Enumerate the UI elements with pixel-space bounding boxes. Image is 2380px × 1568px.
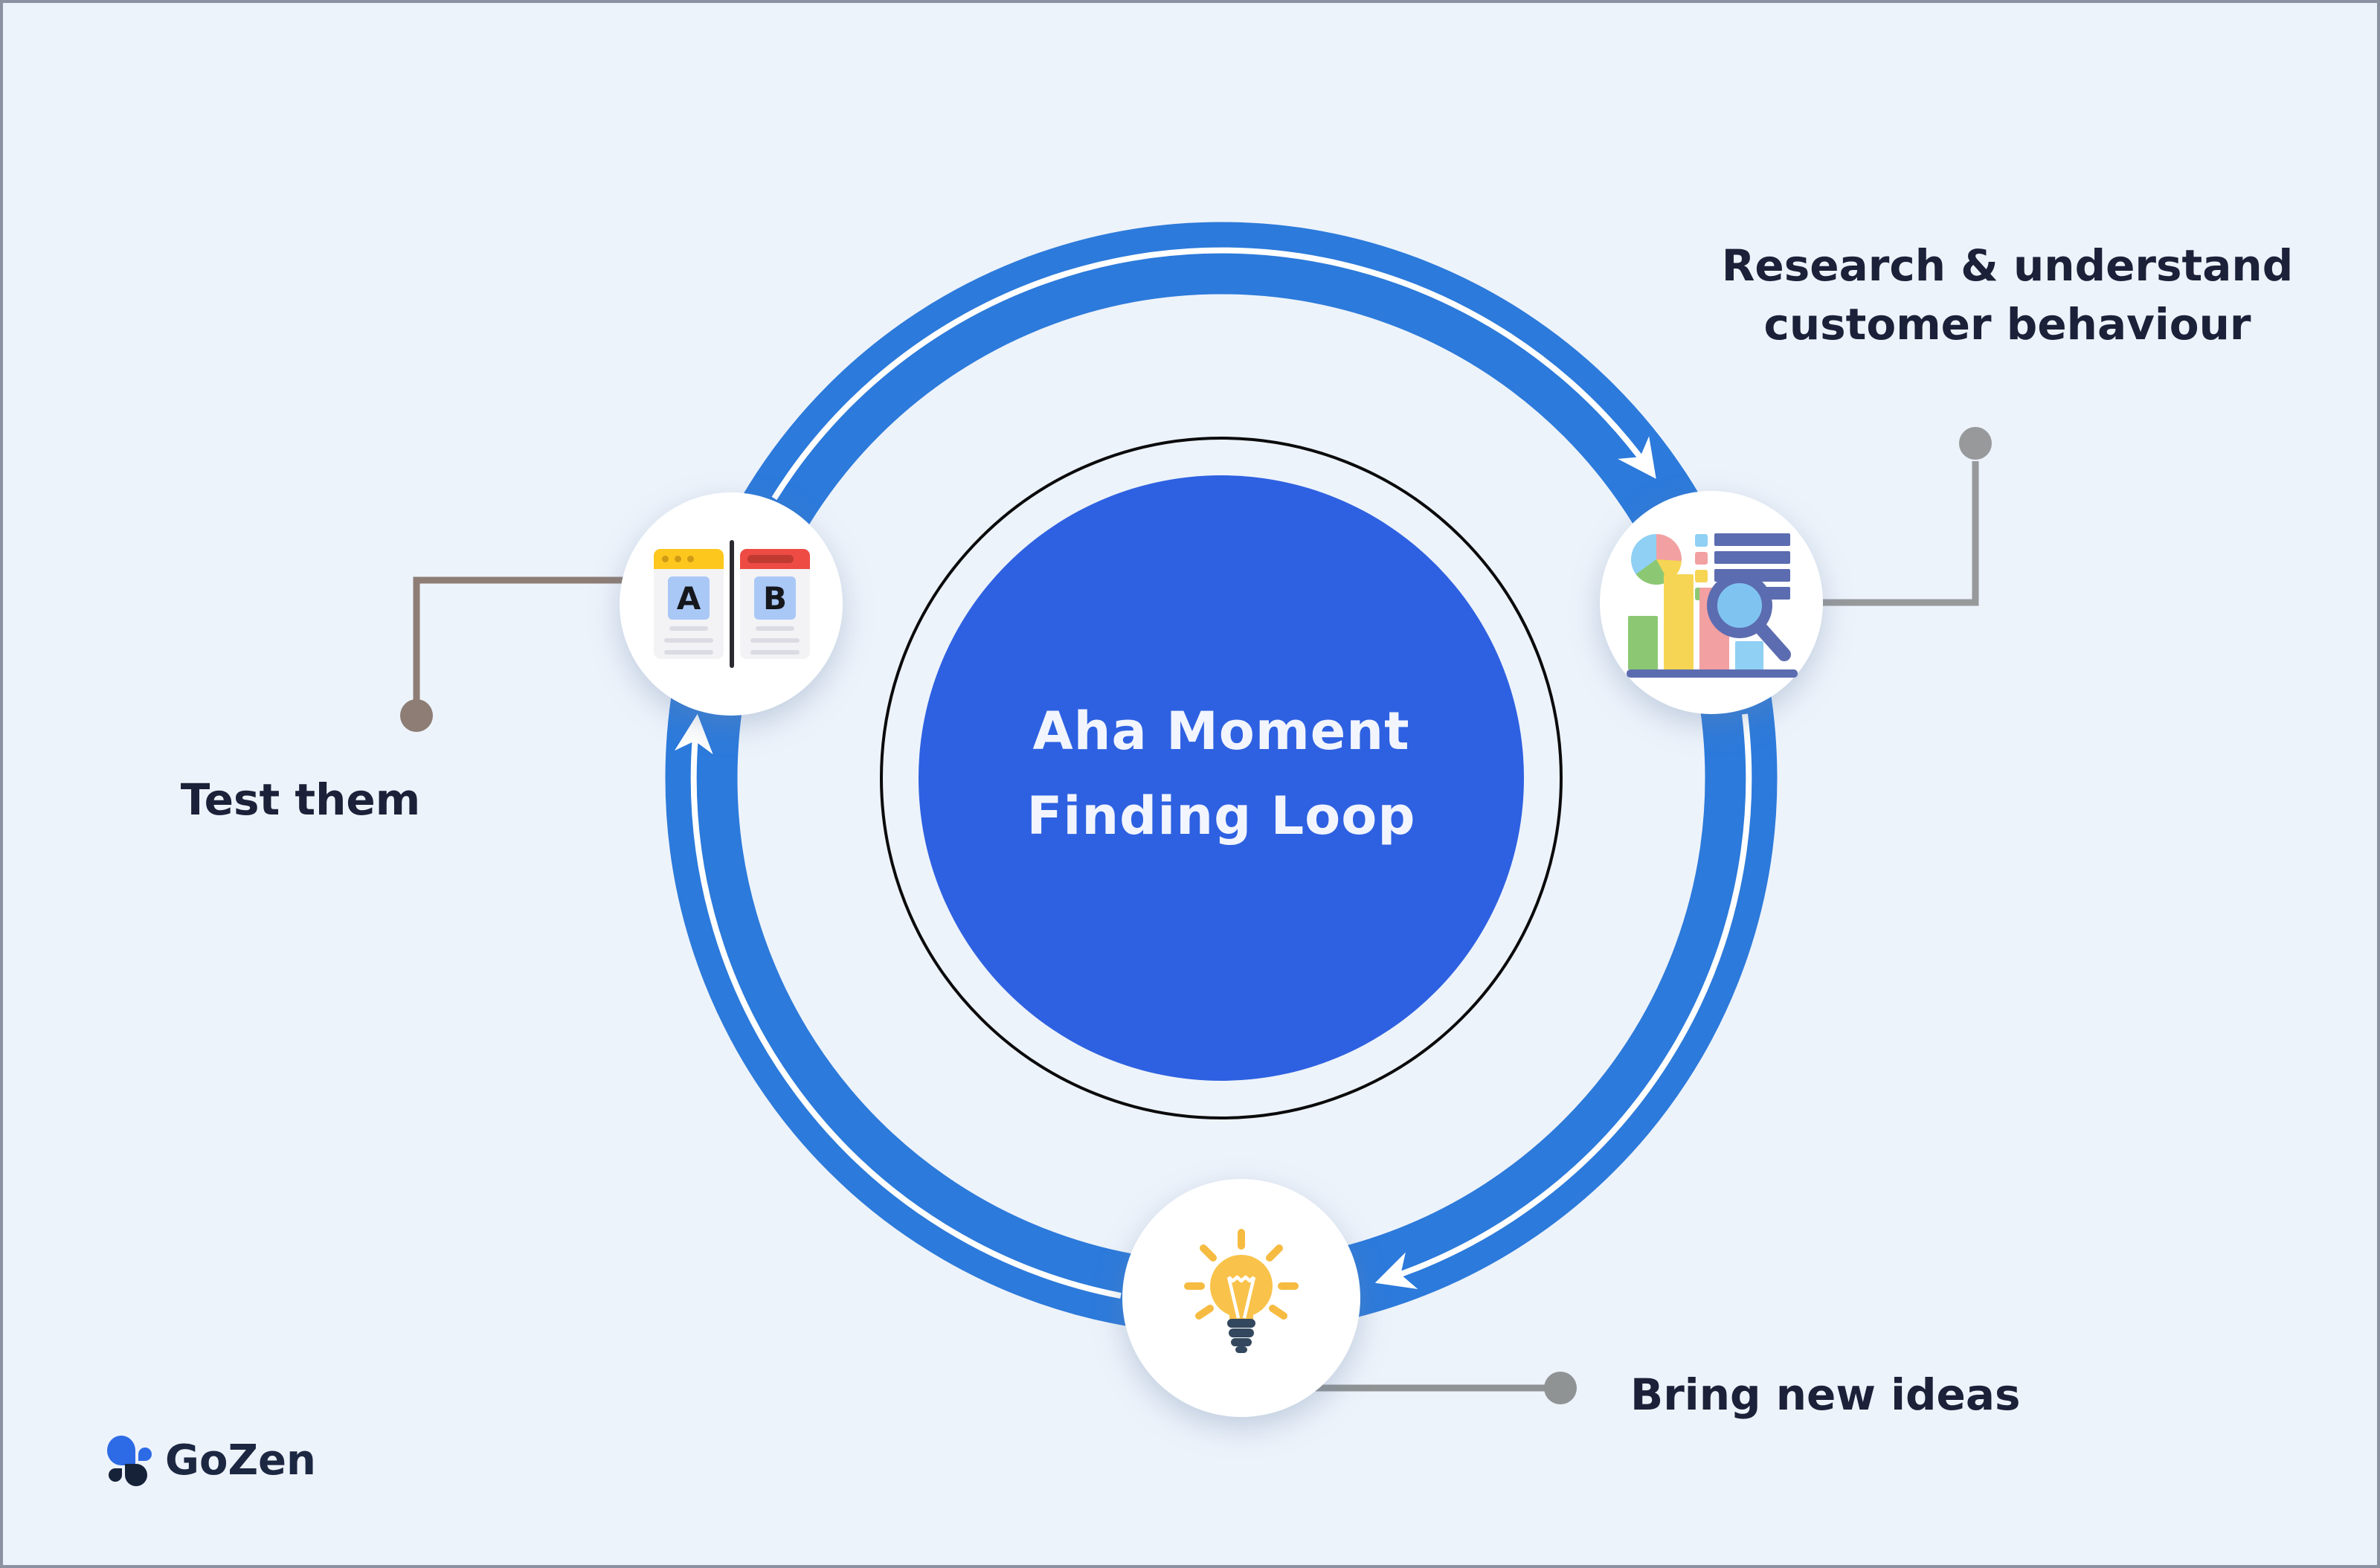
gozen-logomark-icon bbox=[107, 1436, 153, 1486]
loop-arrow-test-to-research bbox=[771, 247, 1656, 501]
center-title-line2: Finding Loop bbox=[1026, 785, 1416, 846]
label-research-line1: Research & understand bbox=[1721, 240, 2294, 291]
ab-card-b-header bbox=[740, 549, 810, 569]
node-test: A B bbox=[620, 492, 843, 716]
research-callout-dot bbox=[1959, 427, 1992, 460]
label-test: Test them bbox=[180, 774, 421, 825]
brand-name: GoZen bbox=[165, 1436, 316, 1485]
label-research: Research & understand customer behaviour bbox=[1706, 237, 2309, 354]
variant-a-box: A bbox=[668, 576, 710, 620]
ab-test-icon: A B bbox=[654, 540, 810, 668]
loop-arrow-ideas-to-test bbox=[674, 713, 1122, 1299]
bar-blue bbox=[1735, 641, 1763, 669]
research-callout-connector bbox=[1821, 427, 1992, 606]
test-callout-dot bbox=[400, 699, 433, 732]
bar-green bbox=[1628, 616, 1658, 669]
bar-yellow bbox=[1664, 574, 1694, 669]
center-circle bbox=[919, 475, 1524, 1081]
lightbulb-icon bbox=[1184, 1229, 1299, 1353]
label-research-line2: customer behaviour bbox=[1763, 299, 2251, 350]
label-ideas: Bring new ideas bbox=[1630, 1369, 2021, 1420]
research-chart-icon bbox=[1627, 531, 1799, 678]
magnifier-glyph bbox=[1707, 573, 1791, 661]
ab-card-b: B bbox=[740, 549, 810, 659]
node-ideas bbox=[1122, 1179, 1360, 1417]
ideas-callout-connector bbox=[1312, 1372, 1577, 1404]
center-title-line1: Aha Moment bbox=[1032, 701, 1410, 762]
ideas-callout-dot bbox=[1544, 1372, 1577, 1404]
ab-card-a: A bbox=[654, 549, 724, 659]
center-title: Aha Moment Finding Loop bbox=[924, 689, 1519, 858]
ab-card-a-header bbox=[654, 549, 724, 569]
ab-divider-line bbox=[730, 540, 734, 668]
bar-chart-baseline bbox=[1627, 669, 1798, 678]
test-callout-connector bbox=[400, 576, 626, 732]
brand-logo: GoZen bbox=[107, 1436, 316, 1486]
node-research bbox=[1600, 491, 1823, 714]
loop-arrow-research-to-ideas bbox=[1374, 713, 1752, 1289]
center-outline-circle bbox=[880, 437, 1563, 1119]
variant-b-box: B bbox=[754, 576, 796, 620]
